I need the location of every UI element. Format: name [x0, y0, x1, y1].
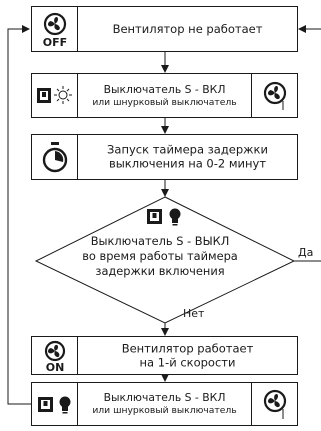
timer-icon [42, 142, 68, 173]
decision-line3: задержки включения [95, 263, 225, 278]
light-on-icon [54, 86, 72, 104]
fan-pull-icon [263, 389, 287, 419]
step4-text: Вентилятор работает на 1-й скорости [78, 341, 297, 370]
fan-on-badge: ON [45, 361, 65, 374]
step2-text: Выключатель S - ВКЛ или шнурковый выключ… [78, 83, 251, 109]
switch-bulb-icons [38, 396, 71, 414]
step-switch-on-2: Выключатель S - ВКЛ или шнурковый выключ… [31, 382, 298, 426]
step2-line2: или шнурковый выключатель [92, 96, 237, 108]
step4-line2: на 1-й скорости [139, 355, 236, 370]
decision-yes-label: Да [298, 246, 314, 259]
step2-line1: Выключатель S - ВКЛ [103, 82, 226, 96]
timer-cell [32, 135, 78, 179]
step2-text-cell: Выключатель S - ВКЛ или шнурковый выключ… [78, 74, 251, 117]
fan-off-cell: OFF [32, 7, 78, 51]
decision-text: Выключатель S - ВЫКЛ во время работы тай… [70, 234, 250, 278]
step3-line1: Запуск таймера задержки [107, 142, 268, 157]
switch-light-cell [32, 74, 78, 117]
loop-back-arrow [7, 25, 31, 405]
switch-icon [37, 88, 51, 103]
fan-pull-cell [251, 74, 297, 117]
step-fan-off: OFF Вентилятор не работает [31, 6, 298, 52]
fan-on-icon [44, 340, 66, 362]
step1-text: Вентилятор не работает [112, 21, 263, 36]
step5-text: Выключатель S - ВКЛ или шнурковый выключ… [78, 391, 251, 417]
step5-line1: Выключатель S - ВКЛ [103, 391, 226, 405]
bulb-icon [59, 396, 71, 414]
step5-line2: или шнурковый выключатель [92, 405, 237, 417]
fan-pull-cell-2 [251, 383, 297, 425]
decision-line1: Выключатель S - ВЫКЛ [90, 234, 230, 248]
switch-light-icons [37, 86, 72, 104]
step3-text: Запуск таймера задержки выключения на 0-… [78, 143, 297, 172]
step3-text-cell: Запуск таймера задержки выключения на 0-… [78, 135, 297, 179]
step-switch-on: Выключатель S - ВКЛ или шнурковый выключ… [31, 73, 298, 118]
step4-text-cell: Вентилятор работает на 1-й скорости [78, 337, 297, 374]
fan-on-cell: ON [32, 337, 78, 374]
fan-off-badge: OFF [42, 36, 68, 49]
fan-pull-icon [263, 81, 287, 110]
step4-line1: Вентилятор работает [121, 341, 254, 356]
step-fan-on: ON Вентилятор работает на 1-й скорости [31, 336, 298, 375]
switch-bulb-cell [32, 383, 78, 425]
decision-no-label: Нет [183, 307, 205, 320]
step-timer: Запуск таймера задержки выключения на 0-… [31, 134, 298, 180]
switch-icon [38, 397, 53, 412]
fan-off-icon [43, 12, 67, 36]
step1-text-cell: Вентилятор не работает [78, 7, 297, 51]
decision-line2: во время работы таймера [82, 248, 238, 263]
step3-line2: выключения на 0-2 минут [108, 157, 267, 171]
step5-text-cell: Выключатель S - ВКЛ или шнурковый выключ… [78, 383, 251, 425]
